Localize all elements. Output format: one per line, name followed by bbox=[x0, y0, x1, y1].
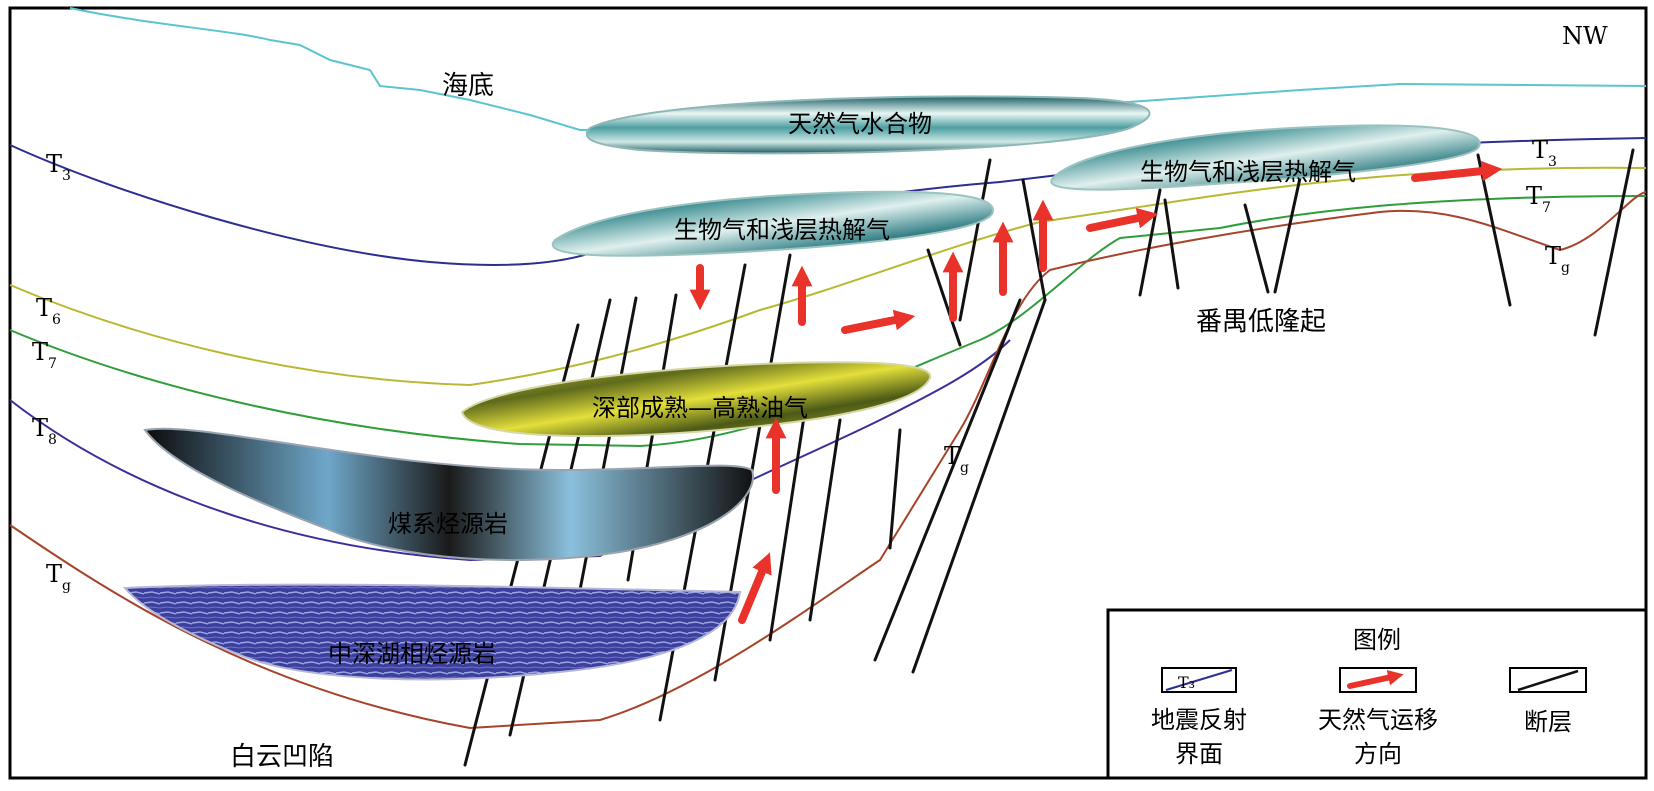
frame-border bbox=[8, 6, 1648, 780]
legend-label-line2: 方向 bbox=[1354, 740, 1402, 768]
horizon-label-sub: g bbox=[960, 460, 969, 476]
gas-hydrate-body bbox=[585, 95, 1151, 155]
biogas-body-left bbox=[551, 190, 994, 257]
fault-line bbox=[958, 158, 992, 322]
fault-line bbox=[888, 428, 902, 550]
horizon-label-base: T bbox=[32, 338, 48, 366]
label-baiyun-sag: 白云凹陷 bbox=[230, 742, 334, 772]
label-biogas-right: 生物气和浅层热解气 bbox=[1140, 158, 1356, 186]
legend: 图例 T₃ 地震反射 界面 天然气运移 方向 断层 bbox=[1106, 608, 1648, 780]
legend-label-line1: 天然气运移 bbox=[1318, 706, 1438, 734]
horizon-label-base: T bbox=[36, 294, 52, 322]
legend-swatch-horizon-line bbox=[1165, 669, 1233, 691]
legend-item-migration: 天然气运移 方向 bbox=[1318, 667, 1438, 768]
label-direction: NW bbox=[1562, 22, 1608, 50]
legend-item-seismic-horizon: T₃ 地震反射 界面 bbox=[1151, 667, 1247, 768]
label-seafloor: 海底 bbox=[442, 71, 494, 101]
horizon-label-base: T bbox=[944, 442, 960, 470]
biogas-body-right bbox=[1050, 124, 1481, 191]
deep-oil-gas-body bbox=[460, 361, 932, 438]
fault-line bbox=[768, 408, 807, 642]
legend-title: 图例 bbox=[1353, 626, 1401, 654]
fault-line bbox=[1593, 148, 1635, 337]
fault-line bbox=[1243, 203, 1270, 294]
fault-line bbox=[808, 418, 842, 622]
migration-arrow bbox=[738, 552, 772, 624]
fault-line bbox=[1273, 176, 1302, 294]
legend-label-line1: 地震反射 bbox=[1151, 706, 1247, 734]
lake-source-body bbox=[122, 583, 742, 681]
horizon-label-sub: 3 bbox=[1548, 154, 1557, 170]
horizon-t7 bbox=[9, 195, 1647, 448]
horizon-label-base: T bbox=[46, 560, 62, 588]
horizon-label-t8: T 8 bbox=[32, 414, 57, 448]
fault-line bbox=[1138, 188, 1162, 297]
coal-source-body bbox=[143, 427, 754, 562]
legend-swatch-arrow-line bbox=[1347, 670, 1404, 689]
legend-swatch-horizon-text: T₃ bbox=[1178, 673, 1195, 692]
horizon-label-base: T bbox=[46, 150, 62, 178]
fault-line bbox=[873, 298, 1022, 662]
horizon-label-sub: 8 bbox=[48, 432, 57, 448]
fault-line bbox=[1021, 178, 1047, 302]
legend-item-fault: 断层 bbox=[1509, 667, 1587, 736]
horizon-label-sub: 3 bbox=[62, 168, 71, 184]
horizon-label-sub: g bbox=[1561, 260, 1570, 276]
horizon-label-sub: 6 bbox=[52, 312, 61, 328]
horizon-label-t7-left: T 7 bbox=[32, 338, 57, 372]
horizon-label-t3-right: T 3 bbox=[1532, 136, 1557, 170]
horizon-label-base: T bbox=[32, 414, 48, 442]
legend-box bbox=[1106, 608, 1648, 780]
label-panyu-uplift: 番禺低隆起 bbox=[1196, 307, 1326, 337]
legend-label-line2: 界面 bbox=[1175, 740, 1223, 768]
horizon-t6 bbox=[9, 166, 1647, 387]
horizon-label-tg-mid: T g bbox=[944, 442, 969, 476]
label-deep-oil-gas: 深部成熟—高熟油气 bbox=[592, 394, 808, 422]
migration-arrows bbox=[689, 160, 1503, 624]
migration-arrow bbox=[1411, 160, 1503, 182]
fault-line bbox=[1163, 198, 1180, 290]
legend-label-line1: 断层 bbox=[1524, 708, 1572, 736]
legend-swatch-fault-line bbox=[1517, 669, 1579, 692]
label-gas-hydrate: 天然气水合物 bbox=[788, 110, 932, 138]
horizon-label-t7-right: T 7 bbox=[1526, 182, 1551, 216]
horizon-label-base: T bbox=[1545, 242, 1561, 270]
fault-line bbox=[926, 248, 962, 347]
horizon-label-sub: 7 bbox=[48, 356, 57, 372]
horizon-label-sub: g bbox=[62, 578, 71, 594]
label-lake-source: 中深湖相烃源岩 bbox=[328, 640, 496, 668]
migration-arrow bbox=[1086, 207, 1159, 232]
fault-line bbox=[911, 298, 1047, 674]
label-biogas-left: 生物气和浅层热解气 bbox=[674, 216, 890, 244]
horizon-label-base: T bbox=[1532, 136, 1548, 164]
horizon-label-base: T bbox=[1526, 182, 1542, 210]
migration-arrow bbox=[841, 309, 916, 334]
horizon-label-sub: 7 bbox=[1542, 200, 1551, 216]
horizon-label-t6: T 6 bbox=[36, 294, 61, 328]
horizon-label-tg-left: T g bbox=[46, 560, 71, 594]
seafloor-line bbox=[69, 7, 1647, 132]
label-coal-source: 煤系烃源岩 bbox=[388, 510, 508, 538]
horizon-label-tg-right: T g bbox=[1545, 242, 1570, 276]
horizon-label-t3-left: T 3 bbox=[46, 150, 71, 184]
